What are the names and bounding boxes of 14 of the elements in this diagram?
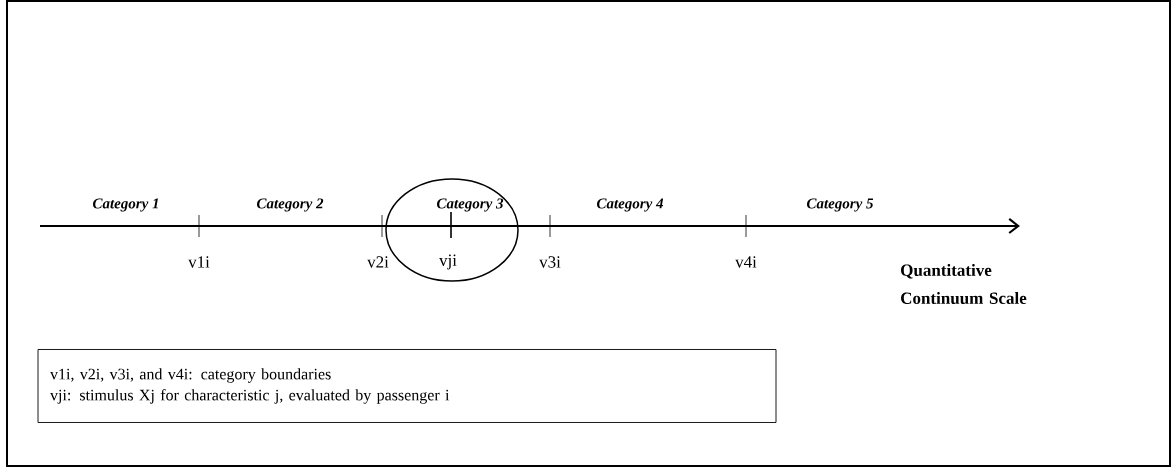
tick-label: v1i [188,256,210,268]
category-label: Category 3 [437,198,504,212]
note-box [37,349,777,423]
category-label: Category 4 [597,198,664,212]
category-label: Category 1 [93,198,159,212]
category-label: Category 2 [257,198,324,212]
tick-label: v2i [367,256,389,268]
note-text: v1i, v2i, v3i, and v4i: category boundaries [50,368,331,383]
tick-label: vji [439,254,457,270]
category-label: Category 5 [807,198,874,212]
note-text: vji: stimulus Xj for characteristic j, evaluated by passenger i [50,389,450,404]
axis-title: Quantitative Continuum Scale [901,264,1027,304]
tick-label: v3i [539,256,561,268]
tick-label: v4i [735,256,757,268]
